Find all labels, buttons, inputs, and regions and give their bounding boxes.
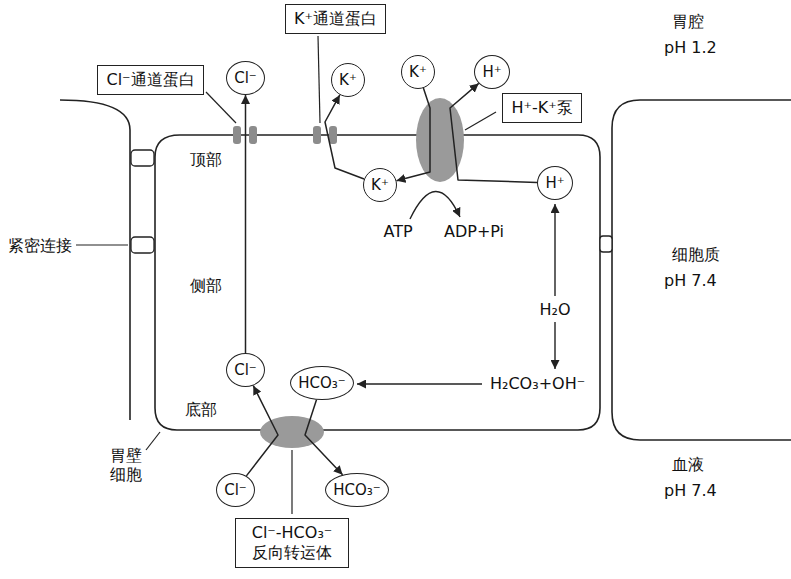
box-text: H⁺-K⁺泵 xyxy=(511,98,572,118)
ion-name: Cl⁻ xyxy=(234,69,257,88)
leader-line xyxy=(465,112,496,130)
text-stack: HCO₃⁻ xyxy=(298,374,346,393)
ion-name: H⁺ xyxy=(545,174,564,193)
label-box: K⁺通道蛋白 xyxy=(285,4,386,34)
region-label: 胃腔 xyxy=(672,12,704,31)
text-stack: Cl⁻-HCO₃⁻ 反向转运体 xyxy=(244,523,340,563)
ion-name: Cl⁻ xyxy=(224,481,247,500)
leader-line xyxy=(291,450,292,514)
parietal-cell-membrane xyxy=(155,135,600,430)
text-stack: H⁺ xyxy=(545,174,564,193)
ion-flow-arrow xyxy=(397,88,431,181)
ion-circle: Cl⁻ xyxy=(226,61,265,95)
ion-circle: K⁺ xyxy=(331,63,365,97)
ion-circle: H⁺ xyxy=(474,55,510,89)
leader-line xyxy=(76,244,128,245)
text-stack: K⁺ xyxy=(409,63,427,82)
ion-name: HCO₃⁻ xyxy=(298,374,346,393)
reaction-arrow xyxy=(554,322,555,369)
region-label: 侧部 xyxy=(190,276,222,295)
ion-flow-arrow xyxy=(245,95,247,353)
leader-line xyxy=(206,92,236,123)
text-stack: K⁺ xyxy=(339,71,357,90)
text-stack: H⁺ xyxy=(482,63,501,82)
tight-junction xyxy=(131,237,154,253)
region-label: pH 1.2 xyxy=(664,38,717,57)
leader-line xyxy=(146,432,160,450)
reaction-arrow xyxy=(357,383,482,384)
ion-circle: HCO₃⁻ xyxy=(290,366,354,400)
text-stack: K⁺通道蛋白 xyxy=(294,9,377,29)
text-stack: Cl⁻ xyxy=(234,361,257,380)
ion-circle: HCO₃⁻ xyxy=(325,473,389,507)
ion-circle: H⁺ xyxy=(537,166,573,200)
region-label: 底部 xyxy=(185,400,217,419)
channel-protein xyxy=(249,126,257,144)
ion-flow-arrow xyxy=(325,95,364,179)
region-label: 顶部 xyxy=(190,150,222,169)
box-text: Cl⁻通道蛋白 xyxy=(106,70,194,90)
tight-junction xyxy=(600,236,612,252)
region-label: 血液 xyxy=(672,455,704,474)
region-label: pH 7.4 xyxy=(664,481,717,500)
region-label: 细胞质 xyxy=(672,245,720,264)
reaction-arrow xyxy=(554,204,555,296)
channel-protein xyxy=(313,126,321,144)
ion-flow-arrow xyxy=(246,386,278,476)
text-stack: Cl⁻ xyxy=(224,481,247,500)
ion-name: HCO₃⁻ xyxy=(333,481,381,500)
atp-arrow xyxy=(410,191,460,219)
ion-circle: Cl⁻ xyxy=(226,353,265,387)
region-label: ATP xyxy=(383,222,412,241)
leader-line xyxy=(318,36,320,123)
antiporter-protein xyxy=(260,416,324,448)
region-label: 胃壁细胞 xyxy=(110,446,145,484)
label-box: Cl⁻通道蛋白 xyxy=(97,65,204,95)
text-stack: Cl⁻通道蛋白 xyxy=(106,70,194,90)
box-text: Cl⁻-HCO₃⁻ 反向转运体 xyxy=(244,523,340,563)
ion-name: K⁺ xyxy=(409,63,427,82)
text-stack: Cl⁻ xyxy=(234,69,257,88)
ion-circle: Cl⁻ xyxy=(216,473,255,507)
region-label: ADP+Pi xyxy=(444,222,504,241)
neighbor-cell-membrane xyxy=(612,100,791,440)
label-box: H⁺-K⁺泵 xyxy=(502,93,582,123)
channel-protein xyxy=(233,126,241,144)
ion-circle: K⁺ xyxy=(363,168,397,202)
region-label: H₂CO₃+OH⁻ xyxy=(490,374,585,393)
region-label: pH 7.4 xyxy=(664,271,717,290)
text-stack: H⁺-K⁺泵 xyxy=(511,98,572,118)
ion-name: H⁺ xyxy=(482,63,501,82)
ion-circle: K⁺ xyxy=(401,55,435,89)
label-box: Cl⁻-HCO₃⁻ 反向转运体 xyxy=(235,518,349,568)
tight-junction xyxy=(131,150,154,166)
text-stack: K⁺ xyxy=(371,176,389,195)
channel-protein xyxy=(329,126,337,144)
ion-name: K⁺ xyxy=(371,176,389,195)
region-label: H₂O xyxy=(539,300,570,319)
ion-name: K⁺ xyxy=(339,71,357,90)
region-label: 紧密连接 xyxy=(8,236,72,255)
text-stack: HCO₃⁻ xyxy=(333,481,381,500)
neighbor-cell-membrane xyxy=(60,100,130,420)
box-text: K⁺通道蛋白 xyxy=(294,9,377,29)
ion-flow-arrow xyxy=(305,400,343,475)
ion-name: Cl⁻ xyxy=(234,361,257,380)
